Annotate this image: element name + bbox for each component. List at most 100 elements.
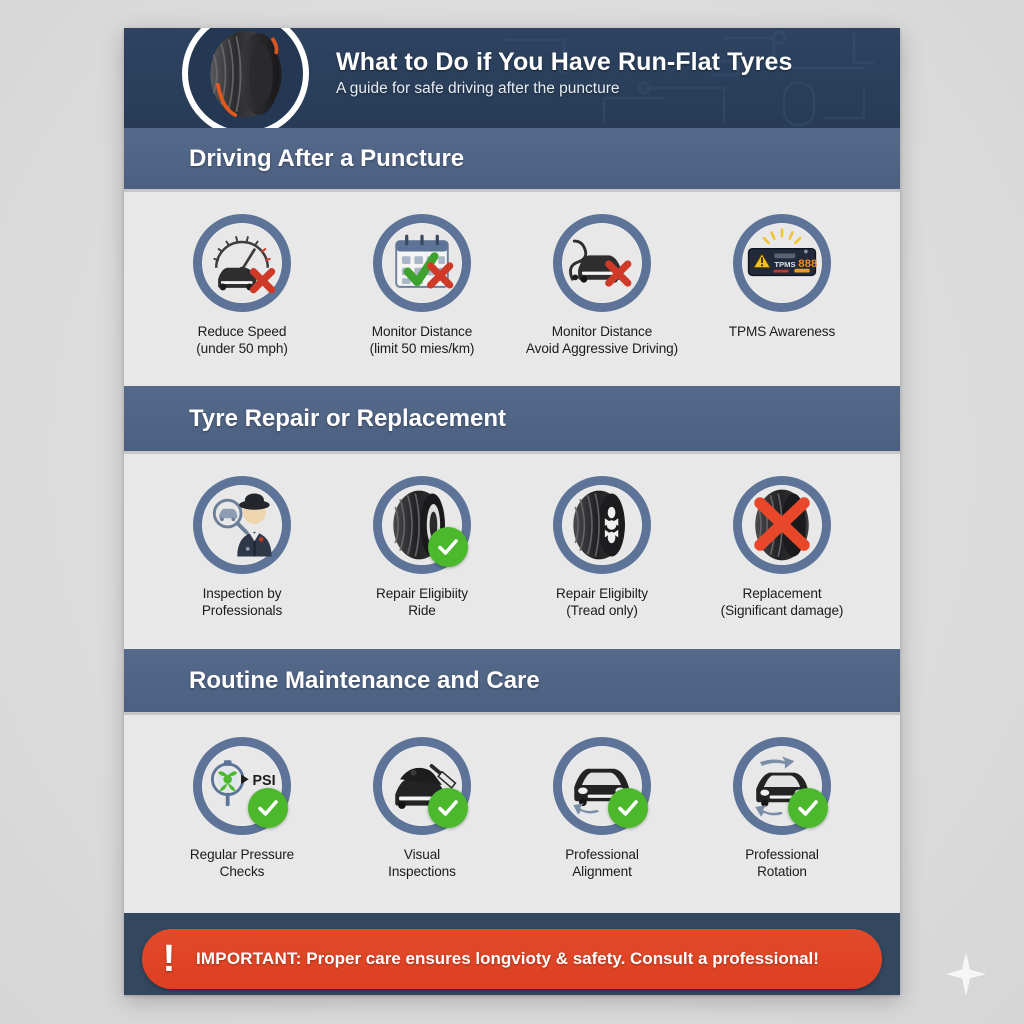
section-title-repair: Tyre Repair or Replacement (189, 404, 507, 432)
item-label: Replacement (Significant damage) (721, 585, 844, 620)
item-label-line1: Visual (403, 847, 441, 862)
rotation-arrow-bottom-icon (755, 805, 783, 817)
item-label: Monitor Distance Avoid Aggressive Drivin… (526, 323, 678, 358)
item-label-line1: Replacement (742, 586, 822, 601)
item-label-line2: Alignment (572, 864, 632, 880)
pressure-gauge-icon: PSI (210, 760, 276, 807)
poster-header: What to Do if You Have Run-Flat Tyres A … (124, 28, 900, 128)
item-monitor-distance-limit[interactable]: Monitor Distance (limit 50 mies/km) (332, 214, 512, 366)
section-title-driving: Driving After a Puncture (189, 144, 465, 172)
item-label-line2: Professionals (201, 603, 283, 619)
section-items-driving: Reduce Speed (under 50 mph) (124, 192, 900, 386)
item-reduce-speed[interactable]: Reduce Speed (under 50 mph) (152, 214, 332, 366)
important-alert-banner: ! IMPORTANT: Proper care ensures longvio… (142, 929, 882, 989)
item-avoid-aggressive-driving[interactable]: Monitor Distance Avoid Aggressive Drivin… (512, 214, 692, 366)
tyre-icon (209, 30, 282, 117)
tpms-digits: 888 (798, 258, 818, 270)
item-label-line2: (Tread only) (566, 603, 638, 619)
item-repair-eligibility-tread[interactable]: Repair Eligibilty (Tread only) (512, 476, 692, 629)
item-label-line1: Repair Eligibilty (556, 586, 648, 601)
icon-circle: PSI (193, 737, 291, 835)
section-items-maintenance: PSI Regular Pressure Checks (124, 715, 900, 913)
psi-label: PSI (253, 773, 276, 789)
item-label: Regular Pressure Checks (190, 846, 294, 881)
icon-circle (553, 476, 651, 574)
alignment-arrow-icon (573, 803, 600, 815)
section-band-repair: Tyre Repair or Replacement (124, 386, 900, 454)
green-check-badge (608, 788, 648, 828)
check-icon (798, 800, 818, 816)
section-band-maintenance: Routine Maintenance and Care (124, 649, 900, 715)
red-x-badge (754, 497, 810, 551)
item-label: Repair Eligibiity Ride (376, 585, 468, 620)
icon-circle (553, 737, 651, 835)
red-x-badge (249, 268, 276, 294)
item-inspection-professionals[interactable]: Inspection by Professionals (152, 476, 332, 629)
item-label-line2: Avoid Aggressive Driving) (525, 341, 679, 357)
calendar-icon (395, 234, 454, 289)
item-label-line2: Ride (408, 603, 436, 619)
item-tpms-awareness[interactable]: TPMS 888 TPMS Awareness (692, 214, 872, 366)
item-label-line1: Regular Pressure (189, 847, 295, 862)
item-professional-rotation[interactable]: Professional Rotation (692, 737, 872, 893)
item-label: TPMS Awareness (729, 323, 835, 340)
item-label-line1: Reduce Speed (197, 324, 287, 339)
icon-circle (733, 737, 831, 835)
header-text-block: What to Do if You Have Run-Flat Tyres A … (336, 48, 880, 98)
icon-circle: TPMS 888 (733, 214, 831, 312)
tyre-puncture-icon (573, 490, 625, 560)
section-items-repair: Inspection by Professionals (124, 454, 900, 649)
item-label-line1: Monitor Distance (371, 324, 473, 339)
item-label: Visual Inspections (388, 846, 456, 881)
exclamation-icon: ! (162, 938, 176, 980)
speedometer-car-icon (213, 236, 276, 294)
item-repair-eligibility-ride[interactable]: Repair Eligibiity Ride (332, 476, 512, 629)
page-subtitle: A guide for safe driving after the punct… (336, 80, 620, 97)
section-band-driving: Driving After a Puncture (124, 128, 900, 192)
item-label: Professional Rotation (745, 846, 819, 881)
icon-circle (373, 737, 471, 835)
item-regular-pressure-checks[interactable]: PSI Regular Pressure Checks (152, 737, 332, 893)
item-label: Inspection by Professionals (202, 585, 282, 620)
sparkle-icon (946, 952, 986, 996)
item-label-line1: Repair Eligibiity (376, 586, 468, 601)
infographic-poster: What to Do if You Have Run-Flat Tyres A … (124, 28, 900, 995)
tyre-logo (182, 28, 309, 128)
icon-circle (373, 476, 471, 574)
item-label-line2: (Significant damage) (720, 603, 844, 619)
alert-text: IMPORTANT: Proper care ensures longvioty… (196, 949, 819, 969)
item-label-line2: (under 50 mph) (196, 341, 288, 357)
item-label: Repair Eligibilty (Tread only) (556, 585, 648, 620)
page-title: What to Do if You Have Run-Flat Tyres (336, 48, 793, 76)
green-check-badge (248, 788, 288, 828)
item-visual-inspections[interactable]: Visual Inspections (332, 737, 512, 893)
check-icon (618, 800, 638, 816)
icon-circle (553, 214, 651, 312)
item-replacement[interactable]: Replacement (Significant damage) (692, 476, 872, 629)
icon-circle (193, 476, 291, 574)
red-x-badge (605, 260, 632, 287)
swerving-car-icon (569, 239, 632, 287)
item-label-line2: Checks (219, 864, 265, 880)
item-professional-alignment[interactable]: Professional Alignment (512, 737, 692, 893)
green-check-badge (428, 788, 468, 828)
tpms-dashboard-warning-icon: TPMS 888 (747, 228, 818, 277)
icon-circle (193, 214, 291, 312)
item-label-line1: Inspection by (202, 586, 282, 601)
green-check-badge (428, 527, 468, 567)
item-label-line1: TPMS Awareness (728, 324, 836, 339)
item-label-line1: Monitor Distance (551, 324, 653, 339)
check-icon (438, 539, 458, 555)
item-label-line1: Professional (745, 847, 819, 862)
check-icon (438, 800, 458, 816)
red-x-badge (427, 262, 454, 289)
tyre-rotation-car-icon (755, 756, 808, 817)
item-label-line2: Inspections (388, 864, 456, 880)
green-check-badge (788, 788, 828, 828)
poster-footer: ! IMPORTANT: Proper care ensures longvio… (124, 913, 900, 995)
check-icon (258, 800, 278, 816)
section-title-maintenance: Routine Maintenance and Care (189, 666, 540, 694)
item-label-line1: Professional (565, 847, 639, 862)
rotation-arrow-top-icon (760, 756, 795, 769)
tyre-damaged-icon (754, 489, 810, 561)
